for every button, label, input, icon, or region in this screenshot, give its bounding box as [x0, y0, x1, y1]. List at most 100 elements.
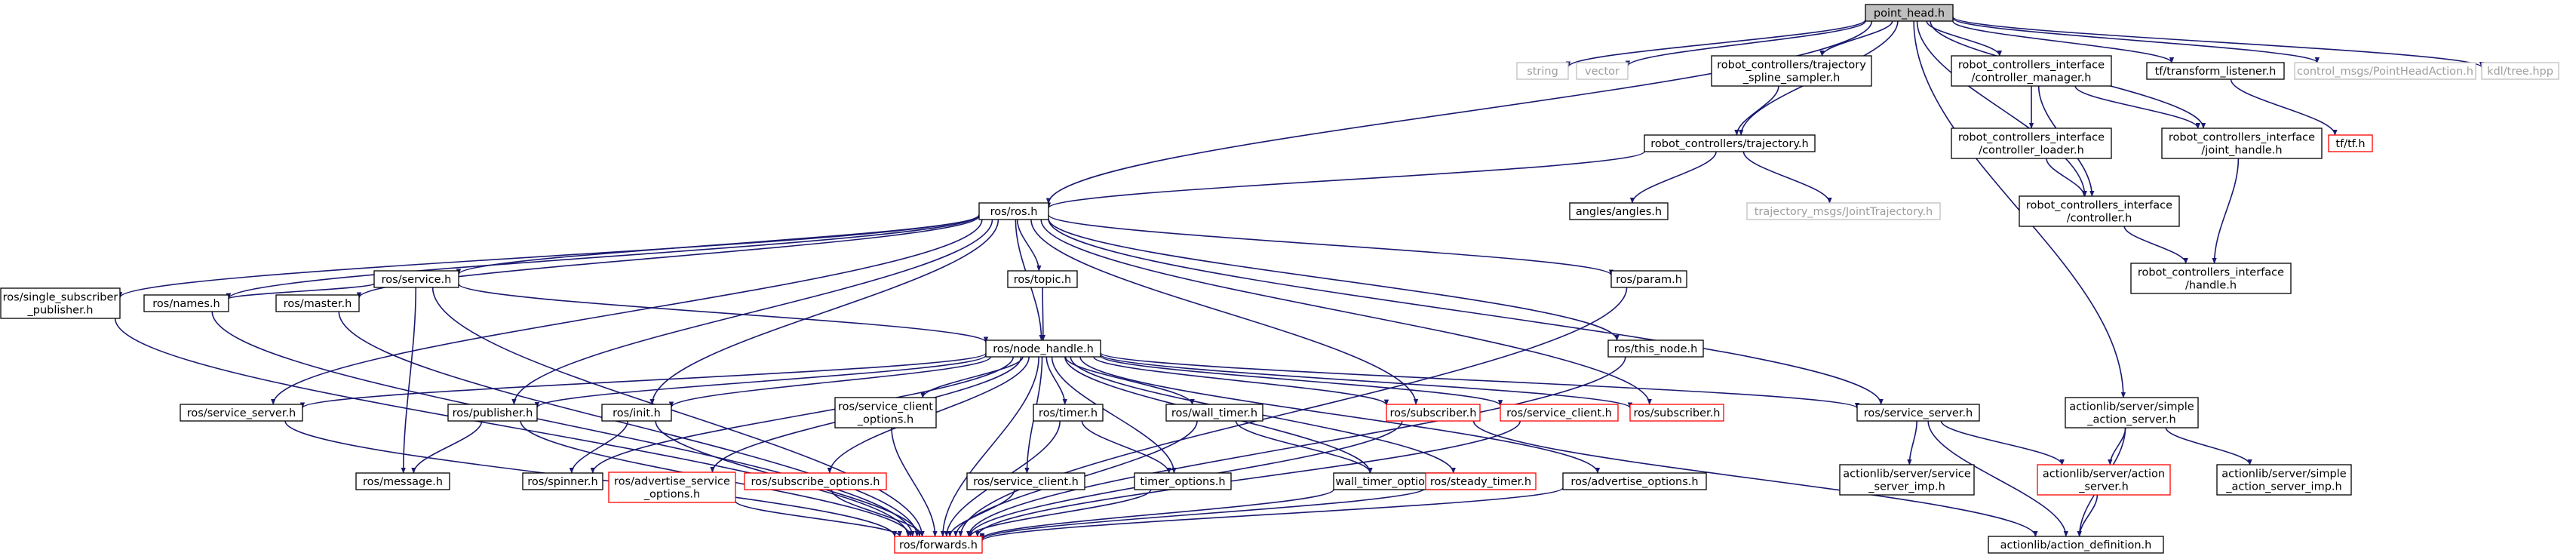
node-timer-options[interactable]: timer_options.h — [1134, 472, 1232, 490]
node-box — [601, 404, 672, 422]
node-ros-h[interactable]: ros/ros.h — [978, 202, 1049, 220]
node-node-handle[interactable]: ros/node_handle.h — [985, 339, 1101, 358]
edge-trajectory-to-joint_trajectory — [1742, 151, 1832, 204]
node-simple-action-server-imp[interactable]: actionlib/server/simple_action_server_im… — [2216, 464, 2352, 496]
node-master[interactable]: ros/master.h — [275, 294, 360, 312]
node-subscribe-options[interactable]: ros/subscribe_options.h — [744, 472, 887, 490]
edge-ros_h-to-publisher — [511, 219, 993, 405]
node-label: _server.h — [2078, 481, 2129, 493]
edge-node_handle-to-init — [668, 356, 992, 408]
edge-ros_h-to-service_server_left — [271, 219, 983, 405]
node-joint-trajectory: trajectory_msgs/JointTrajectory.h — [1746, 202, 1941, 220]
node-box — [1951, 55, 2112, 87]
node-timer[interactable]: ros/timer.h — [1033, 404, 1104, 422]
node-label: _publisher.h — [27, 305, 94, 317]
edge-this_node-to-forwards — [966, 356, 1626, 537]
edge-ros_h-to-service_server_right — [1048, 219, 1884, 405]
node-service-server-imp[interactable]: actionlib/server/service_server_imp.h — [1839, 464, 1975, 496]
node-subscriber-a[interactable]: ros/subscriber.h — [1386, 404, 1481, 422]
node-handle[interactable]: robot_controllers_interface/handle.h — [2130, 263, 2292, 294]
node-angles[interactable]: angles/angles.h — [1569, 202, 1669, 220]
node-label: robot_controllers_interface — [1958, 60, 2105, 72]
node-box — [0, 287, 121, 319]
node-joint-handle[interactable]: robot_controllers_interface/joint_handle… — [2161, 127, 2323, 159]
edge-controller_loader-to-controller — [2046, 158, 2087, 197]
node-action-server[interactable]: actionlib/server/action_server.h — [2037, 464, 2171, 496]
edge-ros_h-to-names — [226, 214, 980, 300]
node-box — [2161, 127, 2323, 159]
node-label: ros/master.h — [284, 298, 352, 310]
node-point-head-action: control_msgs/PointHeadAction.h — [2294, 62, 2476, 80]
node-box — [2328, 134, 2373, 152]
node-box — [1746, 202, 1941, 220]
node-box — [1576, 62, 1629, 80]
edge-subscriber_a-to-action_definition — [1472, 420, 2038, 537]
node-message[interactable]: ros/message.h — [355, 472, 450, 490]
node-subscriber-b[interactable]: ros/subscriber.h — [1629, 404, 1724, 422]
node-box — [1516, 62, 1569, 80]
node-init[interactable]: ros/init.h — [601, 404, 672, 422]
node-wall-timer-options[interactable]: wall_timer_options.h — [1333, 472, 1451, 490]
node-controller-manager[interactable]: robot_controllers_interface/controller_m… — [1951, 55, 2112, 87]
node-box — [1856, 404, 1980, 422]
node-box — [1610, 270, 1687, 288]
node-label: actionlib/server/simple — [2221, 468, 2347, 481]
node-wall-timer[interactable]: ros/wall_timer.h — [1165, 404, 1263, 422]
edge-point_head-to-transform_listener — [1952, 20, 2175, 63]
node-label: tf/tf.h — [2335, 138, 2365, 150]
node-simple-action-server[interactable]: actionlib/server/simple_action_server.h — [2065, 397, 2199, 429]
node-box — [1562, 472, 1707, 490]
node-advertise-options[interactable]: ros/advertise_options.h — [1562, 472, 1707, 490]
edge-controller-to-handle — [2123, 226, 2188, 264]
node-box — [1951, 127, 2112, 159]
node-service-client-options[interactable]: ros/service_client_options.h — [834, 397, 937, 429]
node-point-head[interactable]: point_head.h — [1865, 4, 1954, 22]
node-service-server-left[interactable]: ros/service_server.h — [180, 404, 303, 422]
node-label: tf/transform_listener.h — [2155, 66, 2277, 78]
node-label: _options.h — [643, 489, 700, 501]
node-box — [355, 472, 450, 490]
node-box — [143, 294, 229, 312]
edge-names-to-forwards — [211, 311, 915, 537]
node-box — [978, 202, 1049, 220]
node-steady-timer[interactable]: ros/steady_timer.h — [1425, 472, 1537, 490]
node-label: ros/service_client.h — [1506, 407, 1612, 419]
node-spinner[interactable]: ros/spinner.h — [522, 472, 603, 490]
edge-service_client_top-to-forwards — [975, 420, 1521, 537]
node-transform-listener[interactable]: tf/transform_listener.h — [2146, 62, 2285, 80]
node-trajectory[interactable]: robot_controllers/trajectory.h — [1644, 134, 1816, 152]
node-single-sub-pub[interactable]: ros/single_subscriber_publisher.h — [0, 287, 121, 319]
node-spline-sampler[interactable]: robot_controllers/trajectory_spline_samp… — [1711, 55, 1872, 87]
edge-simple_action_server-to-action_server — [2108, 427, 2126, 465]
node-this-node[interactable]: ros/this_node.h — [1607, 339, 1704, 358]
node-box — [2019, 195, 2180, 227]
node-label: _server_imp.h — [1868, 481, 1945, 493]
node-service-server-right[interactable]: ros/service_server.h — [1856, 404, 1980, 422]
node-label: string — [1527, 66, 1558, 78]
edge-ros_h-to-param — [1048, 214, 1614, 276]
node-box — [2065, 397, 2199, 429]
edge-point_head-to-controller_manager — [1926, 20, 2003, 57]
edge-simple_action_server-to-simple_action_server_imp — [2165, 427, 2252, 465]
edge-publisher-to-message — [411, 420, 483, 474]
node-box — [1629, 404, 1724, 422]
edge-advertise_options-to-forwards — [980, 487, 1564, 542]
node-label: ros/names.h — [152, 298, 220, 310]
node-param[interactable]: ros/param.h — [1610, 270, 1687, 288]
node-controller-loader[interactable]: robot_controllers_interface/controller_l… — [1951, 127, 2112, 159]
node-advertise-service-options[interactable]: ros/advertise_service_options.h — [608, 472, 736, 503]
node-label: ros/timer.h — [1039, 407, 1098, 419]
node-forwards[interactable]: ros/forwards.h — [894, 536, 983, 554]
node-label: ros/subscribe_options.h — [751, 476, 880, 488]
node-publisher[interactable]: ros/publisher.h — [447, 404, 538, 422]
node-box — [834, 397, 937, 429]
node-names[interactable]: ros/names.h — [143, 294, 229, 312]
node-service-client-top[interactable]: ros/service_client.h — [1500, 404, 1619, 422]
node-service-client-bottom[interactable]: ros/service_client.h — [966, 472, 1085, 490]
node-controller[interactable]: robot_controllers_interface/controller.h — [2019, 195, 2180, 227]
node-tf-h[interactable]: tf/tf.h — [2328, 134, 2373, 152]
node-service[interactable]: ros/service.h — [373, 270, 459, 288]
node-action-definition[interactable]: actionlib/action_definition.h — [1988, 536, 2164, 554]
node-topic[interactable]: ros/topic.h — [1007, 270, 1078, 288]
